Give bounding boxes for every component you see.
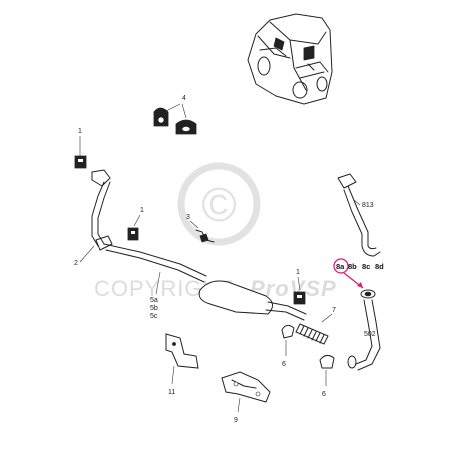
callout-7: 7: [332, 307, 336, 314]
copyright-circle: [177, 162, 261, 246]
callout-9: 9: [234, 417, 238, 424]
front-pipe: 2: [74, 169, 113, 267]
callout-8a: 8a: [336, 262, 345, 271]
callout-11: 11: [168, 389, 175, 396]
copyright-watermark: © COPYRIGHT ProVSP: [94, 162, 336, 301]
callout-6-right: 6: [322, 391, 326, 398]
part-1-mid: 1: [127, 207, 144, 241]
callout-813: 813: [362, 202, 374, 209]
callout-6-left: 6: [282, 361, 286, 368]
callout-2: 2: [74, 260, 78, 267]
callout-4: 4: [182, 95, 186, 102]
callout-1-right: 1: [296, 269, 300, 276]
highlight-arrowhead: [357, 282, 363, 288]
part-1-left: 1: [74, 128, 87, 169]
callout-5b: 5b: [150, 305, 158, 312]
callout-3: 3: [186, 214, 190, 221]
highlight-circle: [333, 258, 349, 274]
part-4-hangers: 4: [153, 95, 197, 135]
part-3-clip: 3: [186, 214, 215, 243]
part-7-flex: 7: [295, 307, 336, 345]
callout-502: 502: [364, 331, 376, 338]
callout-5c: 5c: [150, 313, 158, 320]
callout-5a: 5a: [150, 297, 158, 304]
callout-1-mid: 1: [140, 207, 144, 214]
part-6-clamps: 6 6: [281, 324, 335, 398]
part-8-rear-pipe: 813 502: [337, 173, 381, 371]
copyright-symbol: ©: [201, 179, 236, 232]
callout-8d: 8d: [375, 262, 384, 271]
car-thumbnail: [247, 13, 333, 105]
callout-8c: 8c: [362, 262, 370, 271]
center-pipe-muffler: 5a 5b 5c: [103, 243, 307, 321]
part-9-bracket: 9: [221, 371, 271, 424]
part-11-bracket: 11: [165, 333, 199, 396]
part-1-right: 1: [293, 269, 306, 305]
callout-8b: 8b: [348, 262, 357, 271]
callout-1-left: 1: [78, 128, 82, 135]
part-8-variants: 8a 8b 8c 8d: [333, 258, 384, 289]
